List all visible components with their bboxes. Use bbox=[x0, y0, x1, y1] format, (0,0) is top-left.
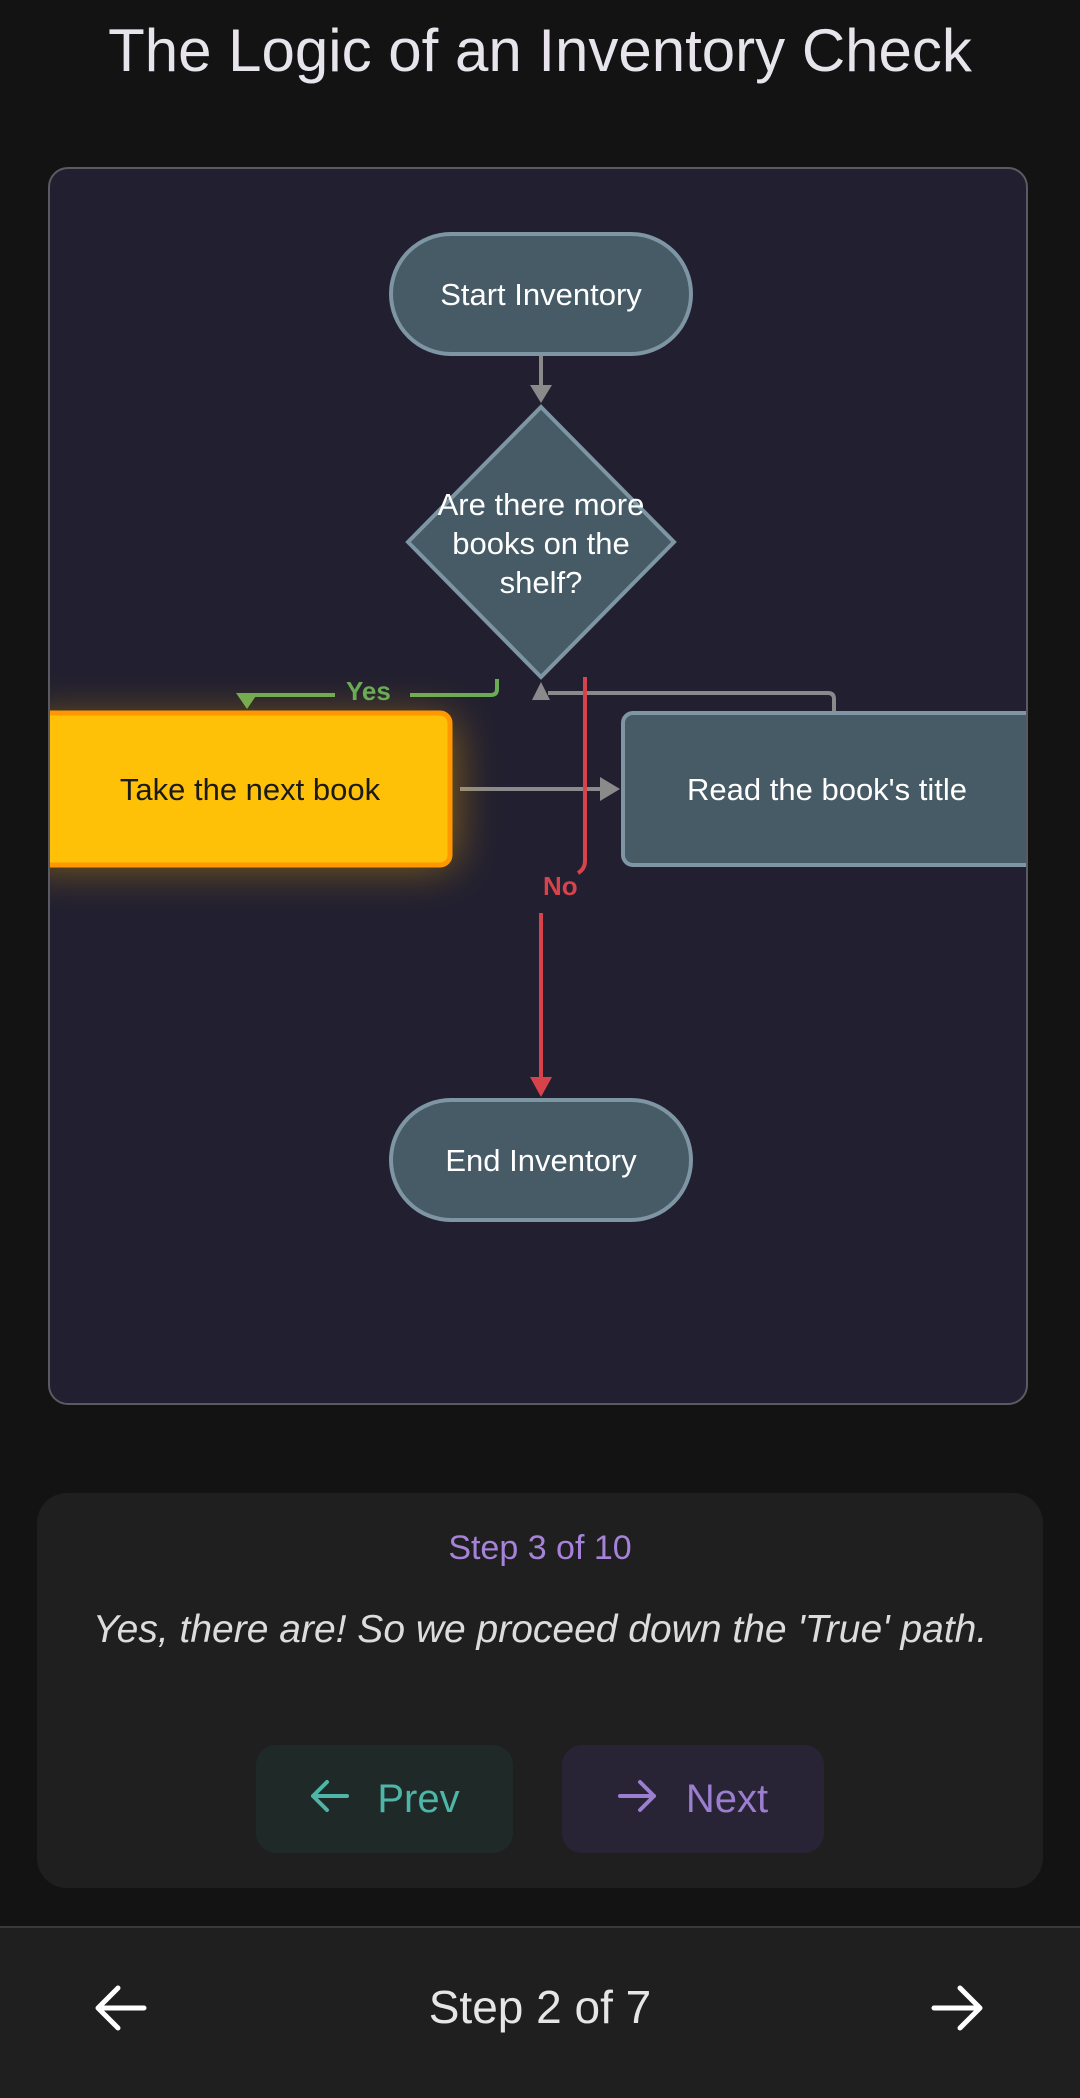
edge-loop-back bbox=[532, 682, 836, 711]
flowchart-canvas bbox=[50, 232, 1026, 1222]
page-title: The Logic of an Inventory Check bbox=[108, 17, 972, 84]
node-take-book-shape bbox=[50, 710, 453, 868]
node-start-shape bbox=[389, 232, 693, 356]
prev-button[interactable]: Prev bbox=[256, 1745, 513, 1853]
arrow-right-icon bbox=[617, 1777, 658, 1821]
node-read-title-shape bbox=[621, 711, 1026, 867]
node-decision-shape bbox=[405, 404, 677, 680]
node-read-title-label: Read the book's title bbox=[687, 771, 967, 807]
node-end-shape bbox=[389, 1098, 693, 1222]
edge-yes bbox=[236, 679, 499, 709]
edge-take-to-read bbox=[460, 777, 620, 801]
edge-start-to-decision bbox=[530, 354, 552, 403]
next-button-label: Next bbox=[685, 1776, 769, 1821]
narration-step-label: Step 3 of 10 bbox=[448, 1529, 632, 1567]
back-arrow-icon[interactable] bbox=[80, 1968, 160, 2048]
node-take-book-label: Take the next book bbox=[119, 771, 381, 807]
narration-text: Yes, there are! So we proceed down the '… bbox=[92, 1608, 988, 1651]
edge-no-label: No bbox=[543, 871, 578, 901]
edge-yes-label: Yes bbox=[346, 676, 391, 706]
forward-arrow-icon[interactable] bbox=[918, 1968, 998, 2048]
next-button[interactable]: Next bbox=[562, 1745, 824, 1853]
narration-card: Step 3 of 10 Yes, there are! So we proce… bbox=[37, 1493, 1043, 1888]
prev-button-label: Prev bbox=[377, 1776, 460, 1821]
flowchart-panel: Start Inventory Are there more books on … bbox=[48, 167, 1028, 1405]
node-end-label: End Inventory bbox=[445, 1142, 637, 1178]
bottom-step-label: Step 2 of 7 bbox=[428, 1981, 652, 2033]
node-decision-label: Are there more books on the shelf? bbox=[437, 486, 645, 600]
node-start-label: Start Inventory bbox=[440, 276, 642, 312]
arrow-left-icon bbox=[309, 1777, 350, 1821]
edge-no bbox=[530, 677, 587, 1097]
bottom-nav-bar: Step 2 of 7 bbox=[0, 1926, 1080, 2098]
